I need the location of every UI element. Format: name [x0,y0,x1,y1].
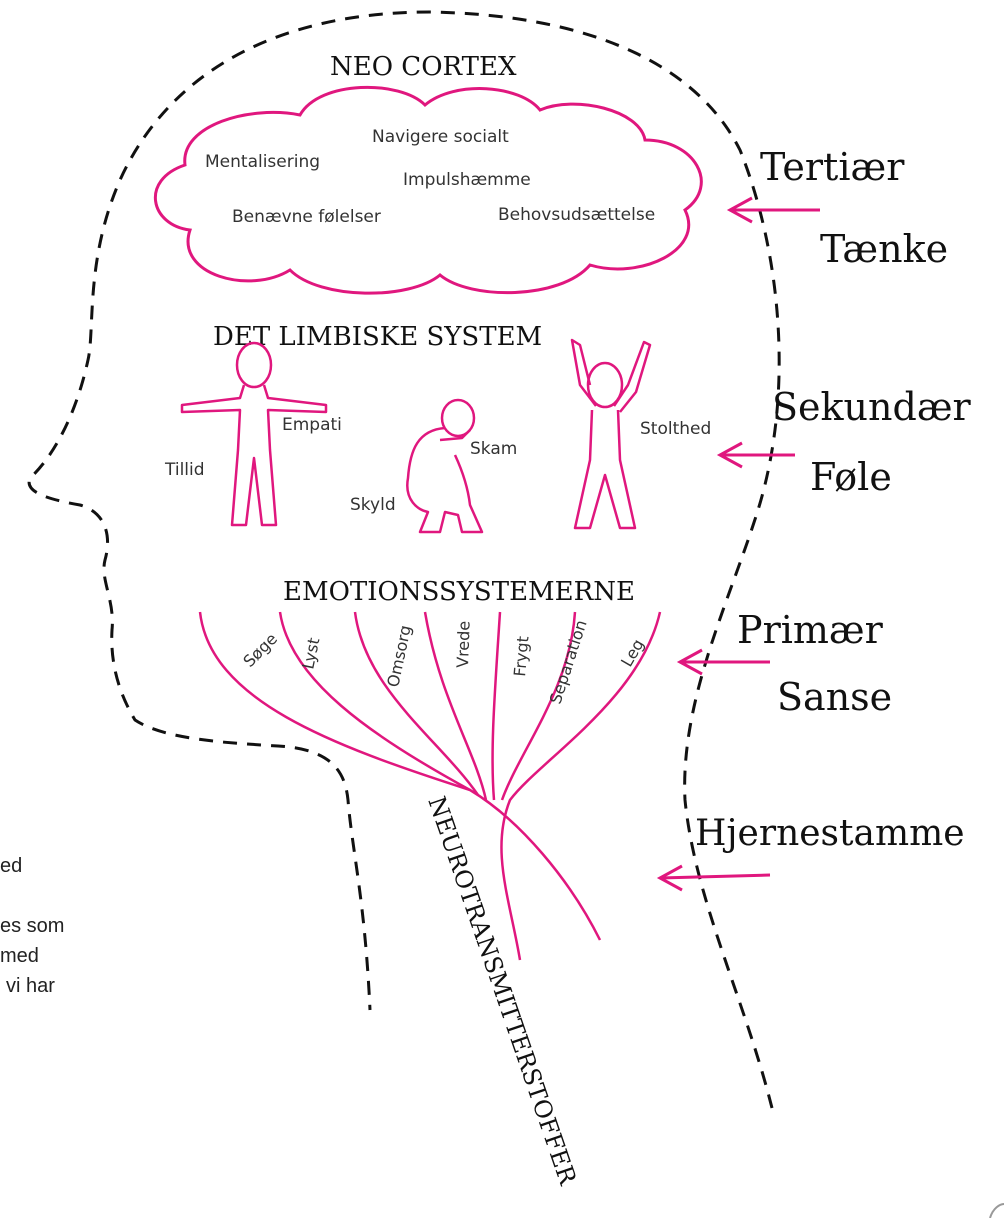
side-text-fragment: ed [0,855,22,878]
side-text-fragment: med [0,945,39,968]
level-label: Sanse [777,675,892,719]
emotion-branches [200,612,660,960]
figure-crouching [407,400,482,532]
neocortex-item: Impulshæmme [403,170,531,190]
neocortex-item: Benævne følelser [232,207,381,227]
limbic-label: Skam [470,439,517,459]
level-label: Hjernestamme [695,813,965,854]
side-text-fragment: es som [0,915,64,938]
limbic-label: Skyld [350,495,396,515]
emotion-label: Lyst [298,636,323,671]
level-label: Tænke [820,227,948,271]
limbic-label: Stolthed [640,419,711,439]
arrow-primary [680,650,770,674]
neocortex-title: NEO CORTEX [330,52,517,82]
neocortex-cloud [155,87,701,293]
figure-arms-raised [572,340,650,528]
emotion-label: Frygt [510,635,532,677]
neocortex-item: Behovsudsættelse [498,205,655,225]
level-label: Sekundær [772,385,972,429]
level-label: Tertiær [760,145,905,189]
emotion-label: Vrede [453,620,474,668]
emotion-label: Søge [239,629,281,671]
limbic-title: DET LIMBISKE SYSTEM [213,322,542,352]
arrow-tertiary [730,198,820,222]
level-label: Primær [737,608,884,652]
neocortex-item: Navigere socialt [372,127,509,147]
level-label: Føle [810,455,892,499]
neocortex-item: Mentalisering [205,152,320,172]
emotion-label: Omsorg [383,623,415,688]
arrow-brainstem [660,866,770,890]
emotion-label: Leg [617,636,648,670]
emotions-title: EMOTIONSSYSTEMERNE [283,577,635,607]
emotion-label: Separation [546,618,591,707]
arrow-secondary [720,443,795,467]
limbic-label: Tillid [164,460,205,480]
limbic-label: Empati [282,415,342,435]
side-text-fragment: vi har [6,975,55,998]
corner-mark [990,1204,1004,1218]
